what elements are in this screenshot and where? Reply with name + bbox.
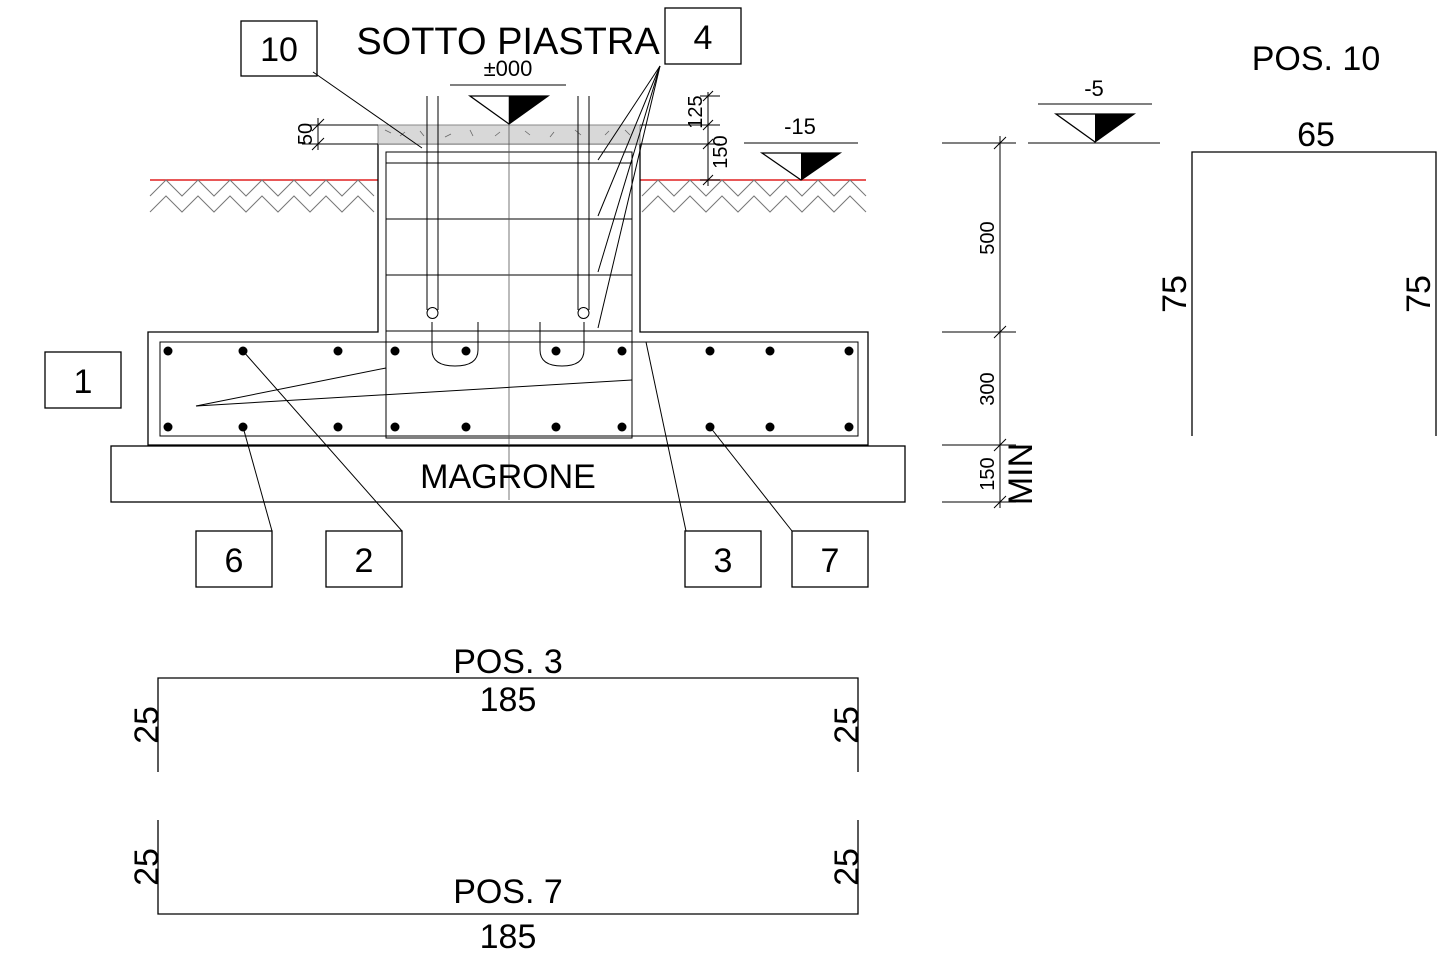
dim-vertical-chain	[942, 136, 1160, 509]
ground-hatch-left	[149, 179, 375, 197]
leader-10	[312, 71, 423, 149]
ground-left	[149, 179, 378, 213]
pos3-detail: POS. 3 185 25 25	[128, 643, 866, 772]
level-top-label: ±000	[484, 56, 533, 81]
leader-4a	[597, 65, 661, 161]
tag-2: 2	[325, 530, 403, 588]
svg-text:3: 3	[714, 542, 733, 580]
pos7-detail: POS. 7 185 25 25	[128, 820, 866, 954]
level-side-label: -5	[1084, 76, 1104, 101]
leader-4c	[597, 65, 661, 273]
rebar-dots	[163, 346, 854, 432]
leader-lines	[195, 65, 793, 532]
anchor-bolt-left	[426, 96, 479, 367]
tag-6: 6	[195, 530, 273, 588]
svg-text:6: 6	[225, 542, 244, 580]
svg-text:7: 7	[821, 542, 840, 580]
pos10-right-label: 75	[1400, 275, 1438, 313]
tag-10: 10	[240, 20, 318, 77]
magrone-block	[110, 445, 906, 503]
leader-3	[645, 341, 687, 532]
drawing-title: SOTTO PIASTRA	[356, 21, 660, 63]
pos3-shape	[157, 677, 859, 772]
leader-1b	[195, 379, 633, 407]
pos10-left-label: 75	[1156, 275, 1194, 313]
svg-text:10: 10	[260, 31, 298, 69]
pos3-right-label: 25	[828, 706, 866, 744]
level-side-marker	[1038, 103, 1152, 143]
leader-2	[242, 350, 403, 532]
pos10-shape	[1191, 151, 1437, 436]
leader-4d	[597, 65, 661, 329]
pos7-length-label: 185	[480, 918, 537, 954]
pos3-title: POS. 3	[453, 643, 563, 681]
pos3-left-label: 25	[128, 706, 166, 744]
svg-text:4: 4	[694, 19, 713, 57]
concrete-outline	[147, 143, 869, 446]
magrone-label: MAGRONE	[420, 458, 596, 496]
ground-hatch-left-2	[149, 195, 375, 213]
pos10-detail: POS. 10 65 75 75	[1156, 40, 1438, 436]
dim-plate-label: 50	[295, 123, 317, 145]
ground-hatch-right	[641, 179, 867, 197]
pos7-shape	[157, 820, 859, 915]
tag-1: 1	[44, 351, 122, 409]
pos10-title: POS. 10	[1252, 40, 1381, 78]
dim-min-label: MIN	[1002, 443, 1040, 505]
ground-hatch-right-2	[641, 195, 867, 213]
tag-4: 4	[664, 7, 742, 65]
pos7-right-label: 25	[828, 848, 866, 886]
level-ground-label: -15	[784, 114, 816, 139]
pos7-left-label: 25	[128, 848, 166, 886]
ground-right	[640, 179, 867, 213]
pos3-length-label: 185	[480, 681, 537, 719]
tag-3: 3	[684, 530, 762, 588]
tag-7: 7	[791, 530, 869, 588]
svg-text:1: 1	[74, 363, 93, 401]
dim-150-top-label: 150	[710, 135, 732, 168]
dim-150-bottom-label: 150	[977, 457, 999, 490]
dim-right-stack	[640, 90, 720, 186]
leader-7	[709, 426, 793, 532]
dim-125-label: 125	[685, 95, 707, 128]
leader-6	[242, 426, 273, 532]
pos10-top-label: 65	[1297, 116, 1335, 154]
pos7-title: POS. 7	[453, 873, 563, 911]
level-top-marker	[450, 84, 566, 125]
dim-plate	[302, 118, 378, 151]
dim-500-label: 500	[977, 221, 999, 254]
svg-text:2: 2	[355, 542, 374, 580]
level-ground-marker	[744, 142, 858, 181]
anchor-bolt-right	[539, 96, 590, 367]
dim-300-label: 300	[977, 372, 999, 405]
leader-4b	[597, 65, 661, 217]
leader-1a	[195, 367, 387, 407]
